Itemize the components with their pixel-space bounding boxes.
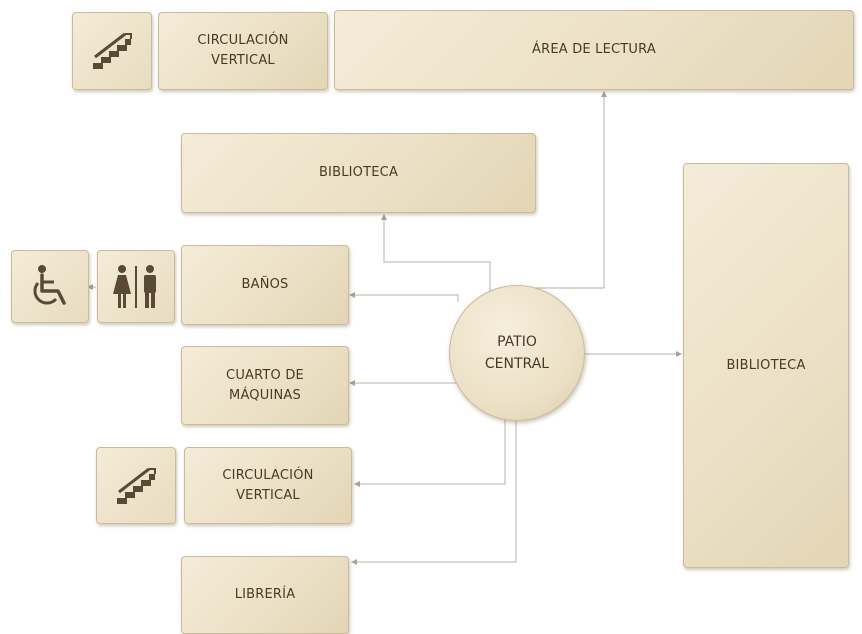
node-biblioteca-right: BIBLIOTECA — [683, 163, 849, 568]
node-label: PATIO CENTRAL — [484, 334, 550, 372]
wheelchair-icon — [33, 264, 66, 305]
node-biblioteca-top: BIBLIOTECA — [181, 133, 536, 213]
node-banos: BAÑOS — [181, 245, 349, 325]
restroom-icon — [113, 264, 156, 308]
node-libreria: LIBRERÍA — [181, 556, 349, 634]
restroom-icon-box — [97, 250, 175, 323]
connector-circulacion-bottom — [354, 410, 506, 487]
stairs-icon-box-bottom — [96, 447, 176, 524]
stairs-icon — [117, 467, 156, 504]
node-label: ÁREA DE LECTURA — [532, 42, 656, 57]
connector-libreria — [351, 412, 517, 565]
stairs-icon — [93, 32, 132, 69]
node-label: LIBRERÍA — [234, 587, 296, 602]
connector-banos — [349, 292, 459, 302]
node-label: CUARTO DE MÁQUINAS — [226, 367, 304, 403]
node-label: CIRCULACIÓN VERTICAL — [222, 467, 314, 503]
connector-area-de-lectura — [532, 91, 607, 289]
node-cuarto-de-maquinas: CUARTO DE MÁQUINAS — [181, 346, 349, 425]
node-area-de-lectura: ÁREA DE LECTURA — [334, 10, 854, 90]
node-circulacion-vertical-top: CIRCULACIÓN VERTICAL — [158, 12, 328, 90]
wheelchair-icon-box — [11, 250, 89, 323]
stairs-icon-box-top — [72, 12, 152, 90]
node-patio-central: PATIO CENTRAL — [449, 285, 585, 421]
connector-biblioteca-top — [381, 214, 491, 292]
node-label: BIBLIOTECA — [318, 165, 399, 180]
node-label: CIRCULACIÓN VERTICAL — [197, 33, 289, 68]
node-circulacion-vertical-bottom: CIRCULACIÓN VERTICAL — [184, 447, 352, 524]
connector-cuarto-maquinas — [349, 370, 459, 386]
node-label: BAÑOS — [241, 277, 289, 292]
node-label: BIBLIOTECA — [726, 357, 806, 373]
